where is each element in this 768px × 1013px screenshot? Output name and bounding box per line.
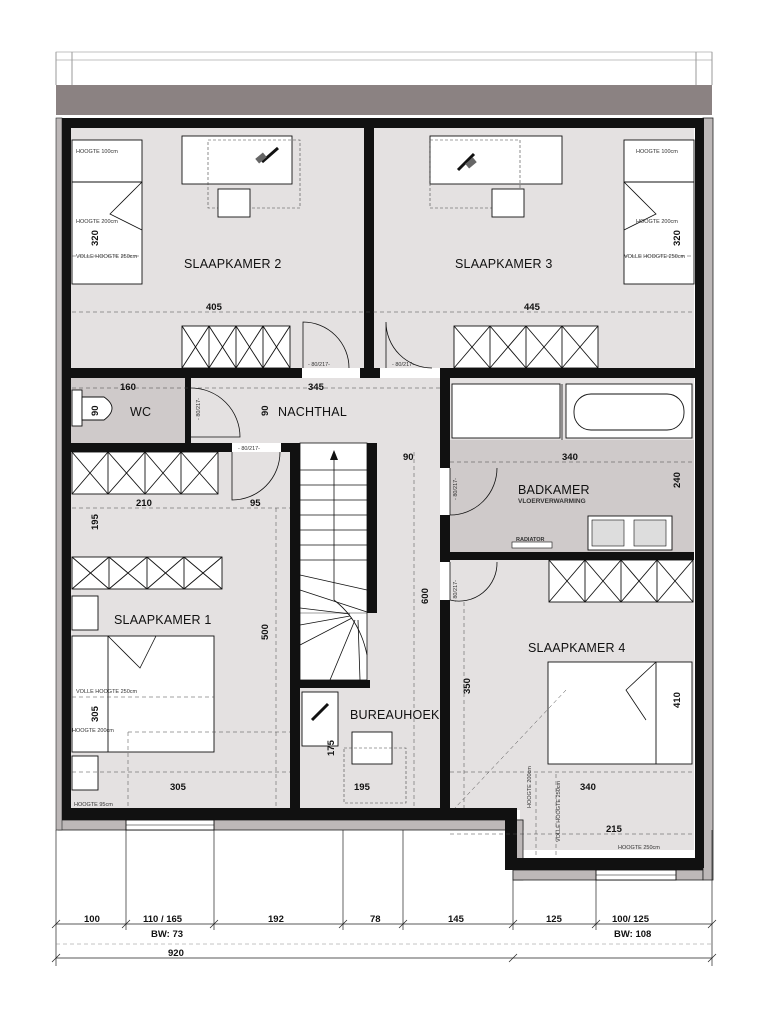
dim-sk3-width: 445 (524, 302, 541, 313)
note-hoogte-100-left: HOOGTE 100cm (76, 149, 118, 155)
note-sk4-hoogte-200: HOOGTE 200cm (527, 766, 533, 808)
dim-hall-depth: 90 (260, 405, 271, 416)
label-slaapkamer-2: SLAAPKAMER 2 (184, 257, 282, 271)
wardrobe-sk3 (453, 325, 599, 369)
label-slaapkamer-4: SLAAPKAMER 4 (528, 641, 626, 655)
note-sk4-volle-250: VOLLE HOOGTE 250cm (556, 780, 562, 842)
staircase (299, 442, 368, 681)
note-door-wc: - 80/217- (196, 398, 202, 420)
dim-bureau-width: 195 (354, 782, 371, 793)
bottom-dim-4: 78 (370, 914, 381, 925)
dim-sk1-bed: 305 (90, 705, 101, 722)
bottom-dim-2: 110 / 165 (143, 914, 183, 925)
note-sk1-hoogte-200: HOOGTE 200cm (72, 728, 114, 734)
bed-sk4 (547, 661, 693, 765)
bottom-dimension-chain: 100 110 / 165 BW: 73 192 78 145 125 100/… (51, 830, 717, 966)
dimension-lines (72, 255, 694, 858)
desk-bureauhoek (301, 691, 407, 804)
bottom-dim-1: 100 (84, 914, 100, 925)
label-wc: WC (130, 405, 151, 419)
label-slaapkamer-3: SLAAPKAMER 3 (455, 257, 553, 271)
bottom-dim-6: 125 (546, 914, 563, 925)
roof-band (55, 51, 713, 115)
label-vloerverwarming: VLOERVERWARMING (518, 498, 586, 505)
dim-wc-width: 160 (120, 382, 136, 393)
note-hoogte-100-right: HOOGTE 100cm (636, 149, 678, 155)
bed-sk2 (71, 139, 143, 285)
dim-stair-length: 600 (420, 588, 431, 604)
interior-walls (62, 118, 704, 870)
note-door-sk2: - 80/217- (308, 362, 330, 368)
dim-sk1-depth: 500 (260, 624, 271, 640)
dim-hall-width: 345 (308, 382, 325, 393)
windows (125, 819, 677, 881)
desks (181, 135, 563, 804)
dim-hall-side: 90 (403, 452, 414, 463)
note-hoogte-200-right: HOOGTE 200cm (636, 219, 678, 225)
wardrobe-sk1-top (71, 451, 219, 495)
label-nachthal: NACHTHAL (278, 405, 347, 419)
dim-sk2-width: 405 (206, 302, 223, 313)
note-sk4-hoogte-250: HOOGTE 250cm (618, 845, 660, 851)
bed-sk1 (71, 595, 215, 791)
wardrobe-sk2 (181, 325, 291, 369)
door-notes: - 80/217- - 80/217- - 80/217- - 80/217- … (196, 362, 459, 602)
label-badkamer: BADKAMER (518, 483, 590, 497)
bottom-dim-7-bw: BW: 108 (614, 929, 651, 940)
dim-sk1-width: 305 (170, 782, 187, 793)
bottom-dim-total: 920 (168, 948, 184, 959)
bed-sk3 (623, 139, 695, 285)
bottom-dim-7: 100/ 125 (612, 914, 650, 925)
label-radiator: RADIATOR (516, 537, 545, 543)
label-bureauhoek: BUREAUHOEK (350, 708, 440, 722)
doors (190, 321, 498, 602)
label-slaapkamer-1: SLAAPKAMER 1 (114, 613, 212, 627)
note-sk1-volle-250: VOLLE HOOGTE 250cm (76, 689, 138, 695)
desk-sk2 (181, 135, 301, 218)
dim-bath-depth: 240 (672, 472, 683, 488)
note-door-sk4: - 80/217- (453, 580, 459, 602)
dim-sk4-window: 215 (606, 824, 623, 835)
dimension-labels: 320 405 445 320 160 90 345 90 90 340 240… (90, 230, 683, 835)
note-door-sk1: - 80/217- (238, 446, 260, 452)
wardrobe-sk1-mid (71, 556, 223, 590)
dim-sk3-depth: 320 (672, 230, 683, 246)
bottom-dim-2-bw: BW: 73 (151, 929, 183, 940)
dim-sk4-side: 350 (462, 678, 473, 694)
note-volle-250-left: VOLLE HOOGTE 250cm (76, 254, 138, 260)
wardrobes (71, 325, 694, 603)
sanitary (71, 383, 693, 551)
bottom-dim-3: 192 (268, 914, 284, 925)
beds (71, 139, 695, 791)
bottom-dim-5: 145 (448, 914, 465, 925)
note-door-bath: - 80/217- (453, 478, 459, 500)
dim-bureau-depth: 175 (326, 739, 337, 756)
dim-sk2-depth: 320 (90, 230, 101, 246)
dim-bath-width: 340 (562, 452, 578, 463)
room-labels: SLAAPKAMER 2 SLAAPKAMER 3 WC NACHTHAL BA… (114, 257, 626, 722)
height-notes: HOOGTE 100cm HOOGTE 200cm VOLLE HOOGTE 2… (72, 149, 686, 851)
note-door-sk3: - 80/217- (392, 362, 414, 368)
desk-sk3 (429, 135, 563, 218)
dim-sk1-wardrobe: 210 (136, 498, 152, 509)
dim-sk1-side: 195 (90, 513, 101, 530)
dim-wc-depth: 90 (90, 405, 101, 416)
dim-sk4-bed: 410 (672, 692, 683, 708)
note-volle-250-right: VOLLE HOOGTE 250cm (624, 254, 686, 260)
note-sk1-hoogte-95: HOOGTE 95cm (74, 802, 113, 808)
note-hoogte-200-left: HOOGTE 200cm (76, 219, 118, 225)
dim-sk1-door: 95 (250, 498, 261, 509)
dim-sk4-width: 340 (580, 782, 596, 793)
wardrobe-sk4 (548, 559, 694, 603)
